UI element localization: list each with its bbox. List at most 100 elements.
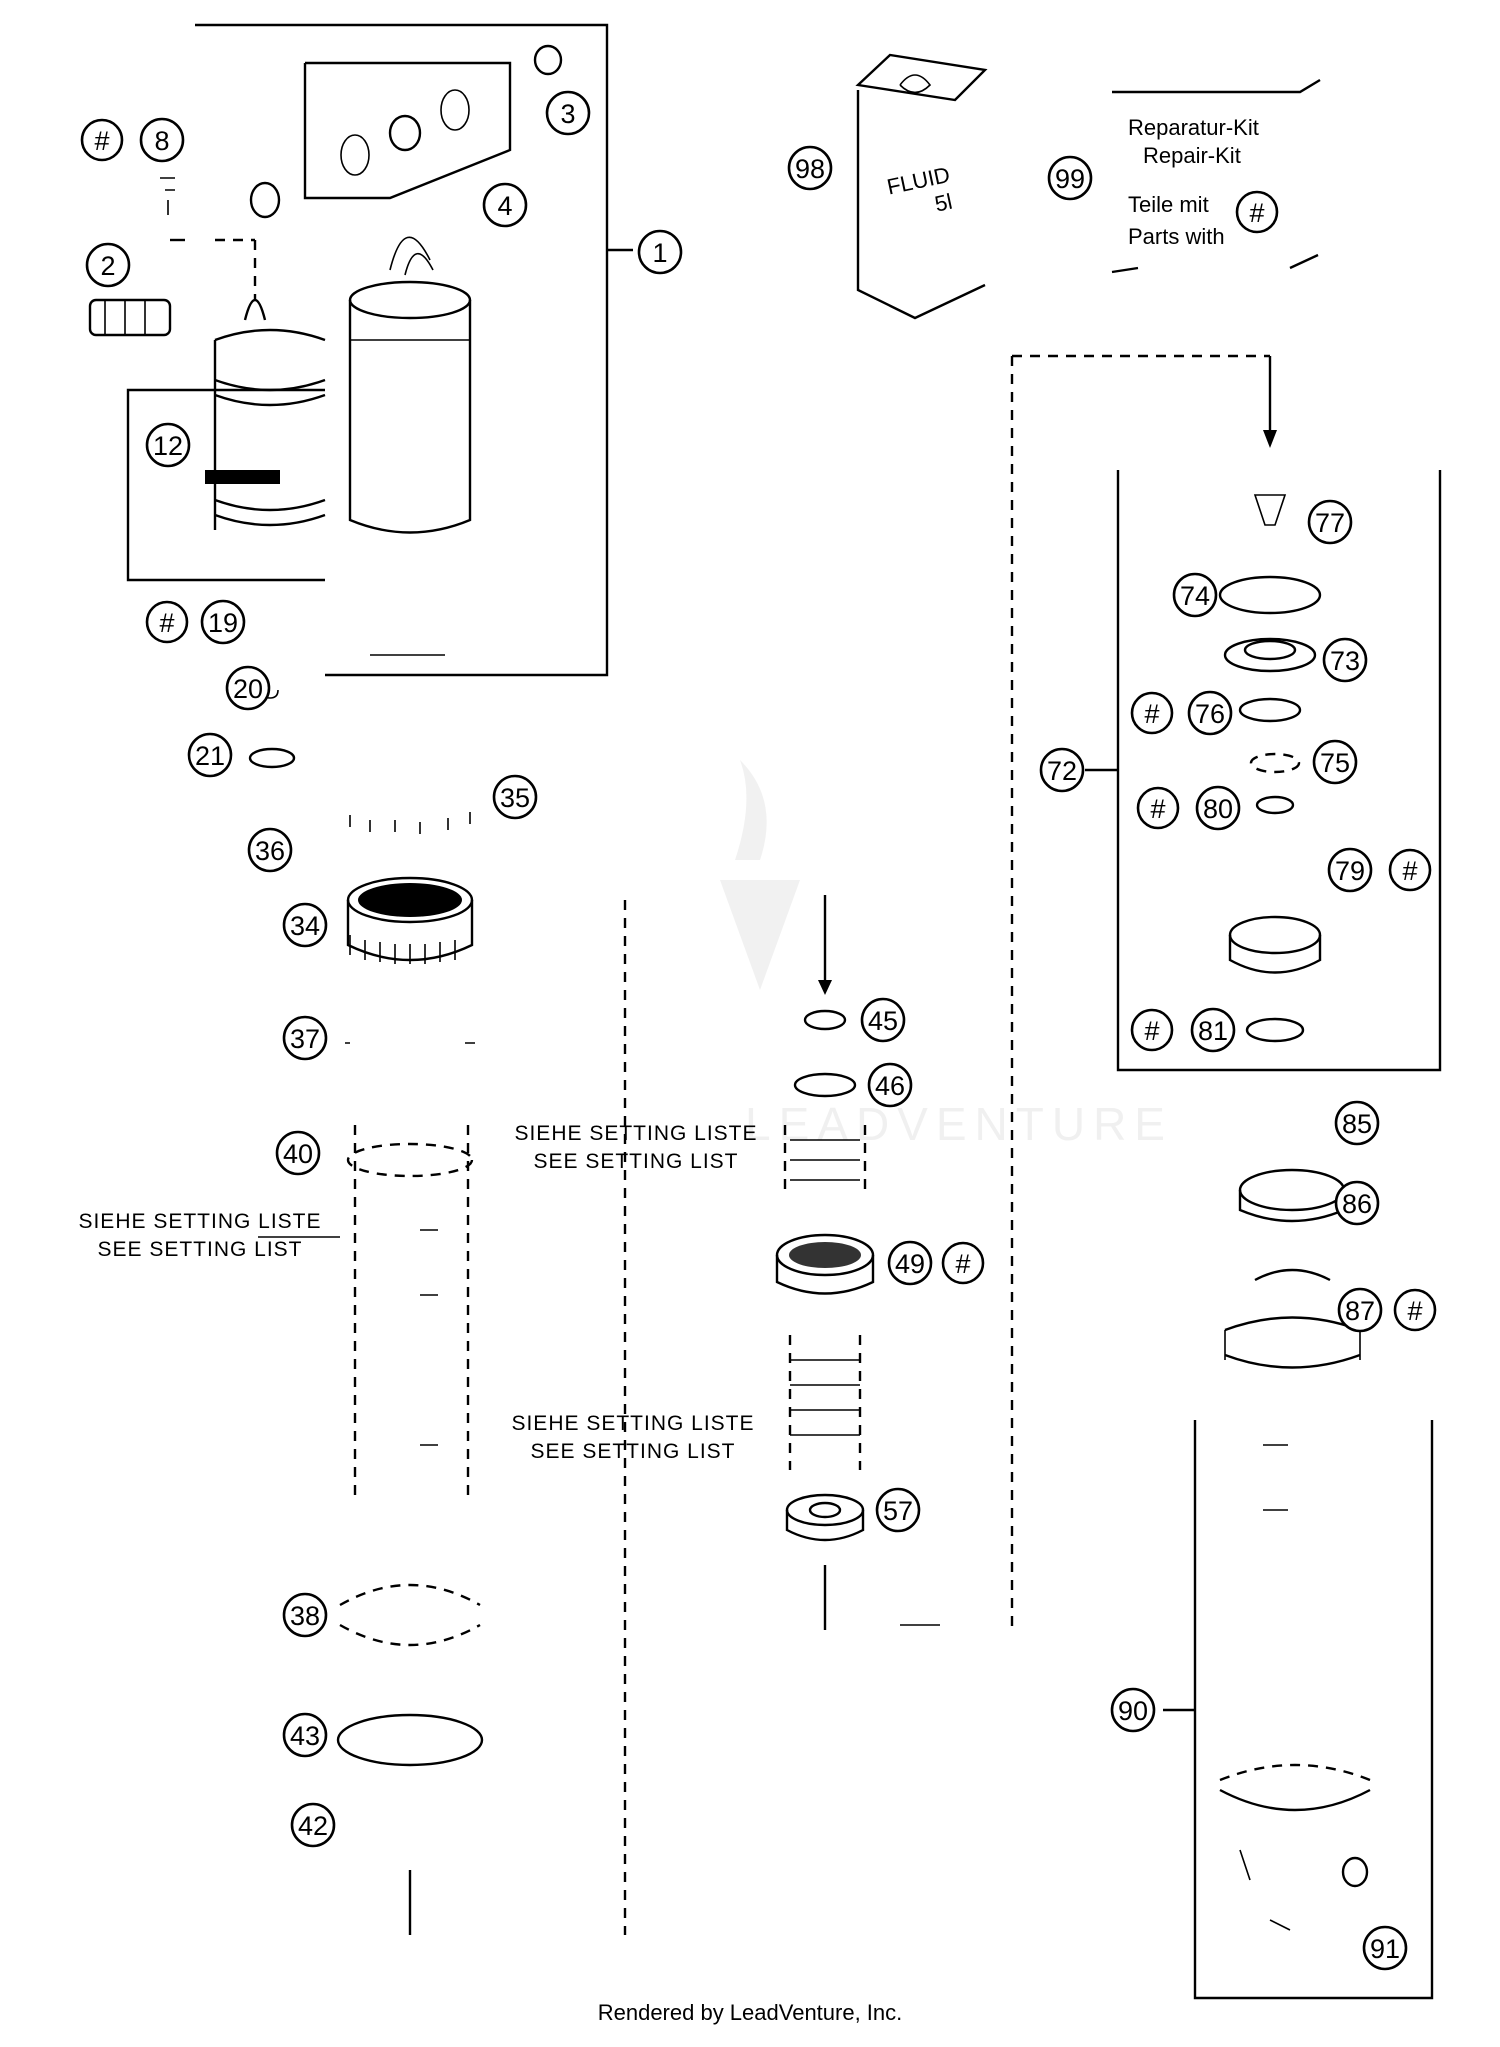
- callout-34-number: 34: [290, 911, 320, 941]
- callout-46: 46: [867, 1062, 913, 1108]
- callout-80: 80: [1195, 785, 1241, 831]
- hash-marker-4: #: [941, 1241, 985, 1285]
- callout-36-number: 36: [255, 836, 285, 866]
- callout-2-number: 2: [100, 251, 115, 281]
- callout-77: 77: [1307, 499, 1353, 545]
- callout-80-number: 80: [1203, 794, 1233, 824]
- callout-36: 36: [247, 827, 293, 873]
- spring-column-left: [258, 812, 627, 1935]
- setting-note-en: SEE SETTING LIST: [533, 1150, 738, 1173]
- callout-12-number: 12: [153, 431, 183, 461]
- callout-75: 75: [1312, 739, 1358, 785]
- callout-73-number: 73: [1330, 646, 1360, 676]
- hash-marker-3-number: #: [1249, 198, 1264, 228]
- callout-45: 45: [860, 997, 906, 1043]
- callout-42-number: 42: [298, 1811, 328, 1841]
- setting-note-de: SIEHE SETTING LISTE: [78, 1210, 321, 1233]
- hash-marker-6-number: #: [1150, 794, 1165, 824]
- callout-1-number: 1: [652, 238, 667, 268]
- setting-note-middle: SIEHE SETTING LISTE SEE SETTING LIST: [511, 1412, 753, 1463]
- callout-45-number: 45: [868, 1006, 898, 1036]
- callout-35: 35: [492, 774, 538, 820]
- callout-3: 3: [545, 90, 591, 136]
- callout-1: 1: [637, 229, 683, 275]
- callout-2: 2: [85, 242, 131, 288]
- group-72-piston-assembly: [1010, 354, 1442, 2000]
- hash-marker-6: #: [1136, 786, 1180, 830]
- callout-46-number: 46: [875, 1071, 905, 1101]
- callout-72-number: 72: [1047, 756, 1077, 786]
- callout-81: 81: [1190, 1007, 1236, 1053]
- hash-marker-5: #: [1130, 691, 1174, 735]
- hash-marker-1: #: [80, 118, 124, 162]
- callout-90-number: 90: [1118, 1696, 1148, 1726]
- spring-column-center: [775, 895, 940, 1630]
- callout-99: 99: [1047, 155, 1093, 201]
- callout-49-number: 49: [895, 1249, 925, 1279]
- hash-marker-3: #: [1235, 190, 1279, 234]
- callout-37-number: 37: [290, 1024, 320, 1054]
- setting-note-top: SIEHE SETTING LISTE SEE SETTING LIST: [514, 1122, 757, 1173]
- watermark: LEADVENTURE: [720, 760, 1173, 1150]
- hash-marker-7: #: [1388, 848, 1432, 892]
- repair-kit-de-label: Reparatur-Kit: [1128, 115, 1259, 140]
- callout-74-number: 74: [1180, 581, 1210, 611]
- callout-20-number: 20: [233, 674, 263, 704]
- callout-99-number: 99: [1055, 164, 1085, 194]
- callout-86-number: 86: [1342, 1189, 1372, 1219]
- hash-marker-7-number: #: [1402, 856, 1417, 886]
- callout-91-number: 91: [1370, 1934, 1400, 1964]
- hash-marker-8-number: #: [1144, 1016, 1159, 1046]
- callout-77-number: 77: [1315, 508, 1345, 538]
- callout-42: 42: [290, 1802, 336, 1848]
- hash-marker-5-number: #: [1144, 699, 1159, 729]
- setting-note-en: SEE SETTING LIST: [530, 1440, 735, 1463]
- setting-note-en: SEE SETTING LIST: [97, 1238, 302, 1261]
- callout-19: 19: [200, 599, 246, 645]
- callout-8-number: 8: [154, 126, 169, 156]
- callout-3-number: 3: [560, 99, 575, 129]
- callout-43-number: 43: [290, 1721, 320, 1751]
- callout-98: 98: [787, 145, 833, 191]
- setting-note-de: SIEHE SETTING LISTE: [514, 1122, 757, 1145]
- callout-73: 73: [1322, 637, 1368, 683]
- setting-note-left: SIEHE SETTING LISTE SEE SETTING LIST: [78, 1210, 321, 1261]
- callout-57-number: 57: [883, 1496, 913, 1526]
- callout-75-number: 75: [1320, 748, 1350, 778]
- callout-90: 90: [1110, 1687, 1156, 1733]
- fluid-volume-label: 5l: [932, 189, 954, 217]
- callout-76-number: 76: [1195, 699, 1225, 729]
- callout-38: 38: [282, 1592, 328, 1638]
- callout-8: 8: [139, 117, 185, 163]
- callout-86: 86: [1334, 1180, 1380, 1226]
- callout-74: 74: [1172, 572, 1218, 618]
- hash-marker-2-number: #: [159, 608, 174, 638]
- watermark-text: LEADVENTURE: [745, 1098, 1173, 1150]
- callout-49: 49: [887, 1240, 933, 1286]
- callout-72: 72: [1039, 747, 1085, 793]
- callout-12: 12: [145, 422, 191, 468]
- callout-37: 37: [282, 1015, 328, 1061]
- hash-marker-8: #: [1130, 1008, 1174, 1052]
- repair-kit-box: Reparatur-Kit Repair-Kit Teile mit Parts…: [1111, 78, 1321, 274]
- parts-with-en-label: Parts with: [1128, 224, 1225, 249]
- fluid-can: FLUID 5l: [855, 53, 988, 320]
- callout-87-number: 87: [1345, 1296, 1375, 1326]
- callout-79-number: 79: [1335, 856, 1365, 886]
- hash-marker-4-number: #: [955, 1249, 970, 1279]
- callout-81-number: 81: [1198, 1016, 1228, 1046]
- callout-43: 43: [282, 1712, 328, 1758]
- callout-98-number: 98: [795, 154, 825, 184]
- parts-with-de-label: Teile mit: [1128, 192, 1209, 217]
- callout-40-number: 40: [283, 1139, 313, 1169]
- callout-34: 34: [282, 902, 328, 948]
- callout-40: 40: [275, 1130, 321, 1176]
- hash-marker-2: #: [145, 600, 189, 644]
- callout-4: 4: [482, 182, 528, 228]
- footer-credit: Rendered by LeadVenture, Inc.: [597, 2000, 903, 2025]
- callout-57: 57: [875, 1487, 921, 1533]
- callout-91: 91: [1362, 1925, 1408, 1971]
- callout-87: 87: [1337, 1287, 1383, 1333]
- callout-19-number: 19: [208, 608, 238, 638]
